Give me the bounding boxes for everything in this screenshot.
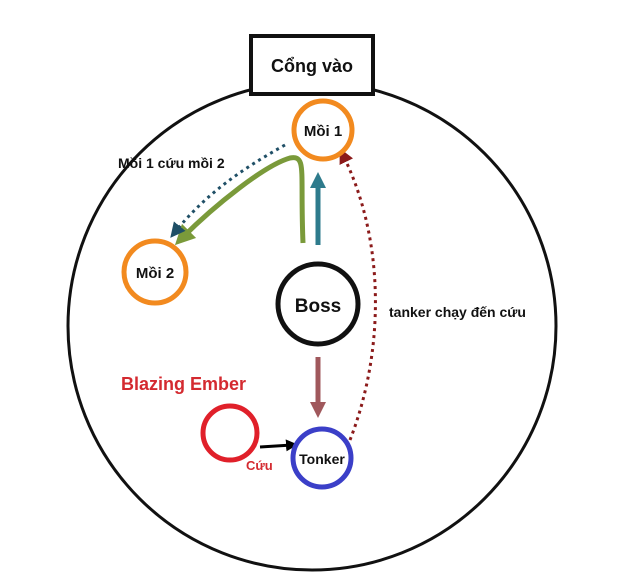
black-arrow: [259, 439, 298, 452]
moi1-rescue-arrow: [170, 143, 286, 238]
tanker-rescue-arrow: [339, 148, 377, 441]
entrance-box: [249, 34, 375, 96]
blazing-ember-node: [200, 403, 260, 463]
moi1-label: Mồi 1: [304, 123, 342, 140]
boss-label: Boss: [295, 296, 341, 317]
moi2-node: [121, 238, 189, 306]
moi1-rescue-label: Mồi 1 cứu mồi 2: [118, 155, 225, 171]
tonker-node: [290, 426, 354, 490]
moi1-node: [291, 98, 355, 162]
boss-node: [275, 261, 361, 347]
tanker-rescue-label: tanker chạy đến cứu: [389, 304, 526, 320]
cuu-label: Cứu: [246, 458, 273, 473]
blazing-ember-label: Blazing Ember: [121, 374, 246, 394]
moi2-label: Mồi 2: [136, 265, 174, 282]
green-arrow: [174, 155, 306, 246]
tonker-label: Tonker: [299, 451, 345, 467]
entrance-label: Cổng vào: [271, 56, 353, 76]
